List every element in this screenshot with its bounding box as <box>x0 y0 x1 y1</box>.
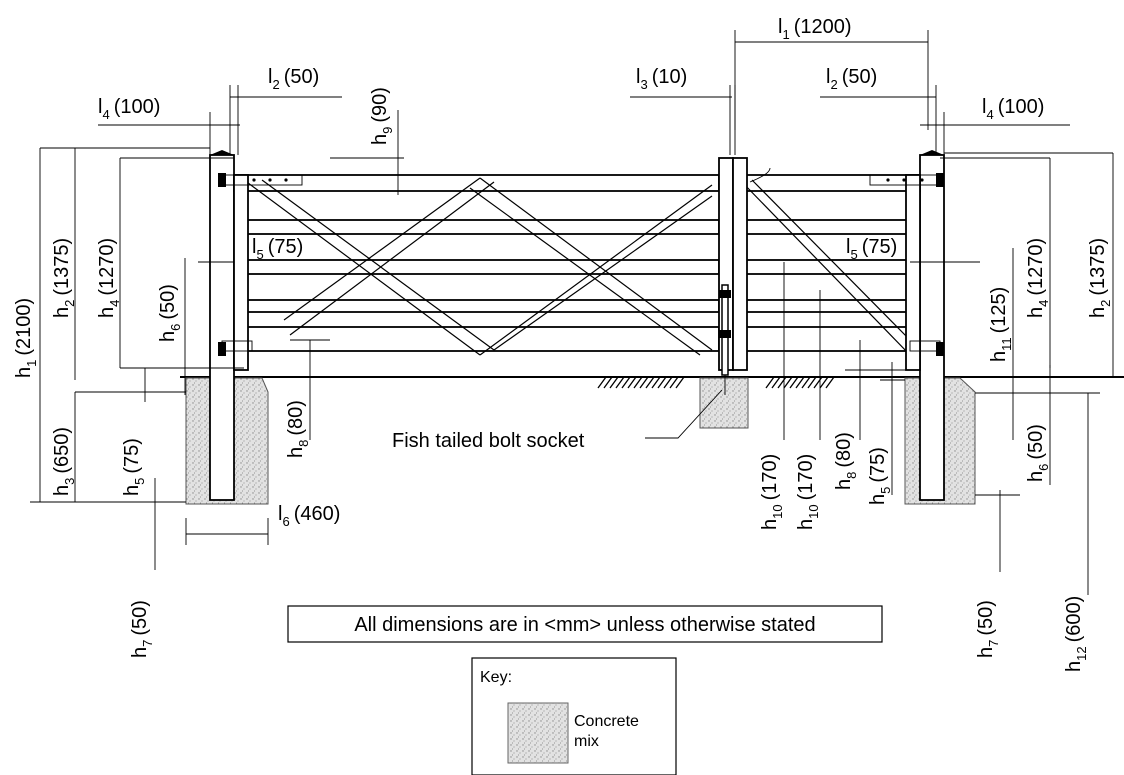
dim-h11: h11(125) <box>988 287 1014 362</box>
svg-text:h12(600): h12(600) <box>1063 596 1089 672</box>
dim-l4-right: l4(100) <box>982 96 1044 122</box>
dim-h7-right: h7(50) <box>975 600 1001 658</box>
dim-h5-left: h5(75) <box>121 438 147 496</box>
gate-leaf-left <box>233 157 734 371</box>
svg-text:h2(1375): h2(1375) <box>1087 238 1113 318</box>
svg-text:h8(80): h8(80) <box>833 432 859 490</box>
key-item-line1: Concrete <box>574 713 639 730</box>
gate-leaf-right <box>732 157 921 371</box>
dim-h9: h9(90) <box>369 87 395 145</box>
post-cap-left <box>210 150 234 155</box>
svg-text:l3(10): l3(10) <box>636 66 687 92</box>
svg-text:h2(1375): h2(1375) <box>51 238 77 318</box>
dim-h3: h3(650) <box>51 427 77 496</box>
post-cap-right <box>920 150 944 155</box>
svg-text:h5(75): h5(75) <box>121 438 147 496</box>
svg-text:h7(50): h7(50) <box>129 600 155 658</box>
svg-text:h7(50): h7(50) <box>975 600 1001 658</box>
dim-h12: h12(600) <box>1063 596 1089 672</box>
dim-l5-right: l5(75) <box>846 236 897 262</box>
dim-h8-left: h8(80) <box>285 400 311 458</box>
dim-h10-a: h10(170) <box>759 454 785 530</box>
dim-l4-left: l4(100) <box>98 96 160 122</box>
svg-text:h11(125): h11(125) <box>988 287 1014 362</box>
dim-l2-left: l2(50) <box>268 66 319 92</box>
note-text: All dimensions are in <mm> unless otherw… <box>354 614 815 636</box>
note-box <box>287 605 883 643</box>
svg-text:h4(1270): h4(1270) <box>96 238 122 318</box>
dim-l2-right: l2(50) <box>826 66 877 92</box>
svg-text:h10(170): h10(170) <box>759 454 785 530</box>
dim-h1: h1(2100) <box>13 298 39 378</box>
svg-text:l2(50): l2(50) <box>268 66 319 92</box>
concrete-swatch <box>507 702 569 764</box>
key-title: Key: <box>480 669 512 686</box>
svg-text:h5(75): h5(75) <box>867 447 893 505</box>
dim-h7-left: h7(50) <box>129 600 155 658</box>
callout-bolt-socket: Fish tailed bolt socket <box>392 430 585 452</box>
dim-h2-left: h2(1375) <box>51 238 77 318</box>
svg-text:h6(50): h6(50) <box>1025 424 1051 482</box>
bolt-socket-concrete <box>699 377 749 429</box>
callout-leader <box>645 389 723 439</box>
hinges <box>218 173 944 356</box>
svg-text:h3(650): h3(650) <box>51 427 77 496</box>
drop-bolt <box>719 284 731 395</box>
dim-h4-right: h4(1270) <box>1025 238 1051 318</box>
ground-hatch <box>597 376 835 389</box>
svg-text:l4(100): l4(100) <box>98 96 160 122</box>
dimension-lines <box>30 30 1114 595</box>
dim-h6-right: h6(50) <box>1025 424 1051 482</box>
svg-text:l5(75): l5(75) <box>846 236 897 262</box>
dim-h4-left: h4(1270) <box>96 238 122 318</box>
svg-text:h8(80): h8(80) <box>285 400 311 458</box>
svg-text:h1(2100): h1(2100) <box>13 298 39 378</box>
dim-l5-left: l5(75) <box>252 236 303 262</box>
svg-text:l6(460): l6(460) <box>278 503 340 529</box>
dim-l3: l3(10) <box>636 66 687 92</box>
dim-l1: l1(1200) <box>778 16 852 42</box>
dim-h5-right: h5(75) <box>867 447 893 505</box>
key-box <box>471 657 677 775</box>
svg-text:h4(1270): h4(1270) <box>1025 238 1051 318</box>
svg-text:h9(90): h9(90) <box>369 87 395 145</box>
svg-text:l2(50): l2(50) <box>826 66 877 92</box>
post-left <box>209 154 235 501</box>
svg-text:h10(170): h10(170) <box>795 454 821 530</box>
svg-text:l1(1200): l1(1200) <box>778 16 852 42</box>
dim-l6: l6(460) <box>278 503 340 529</box>
dim-h8-right: h8(80) <box>833 432 859 490</box>
dim-h2-right: h2(1375) <box>1087 238 1113 318</box>
svg-text:l4(100): l4(100) <box>982 96 1044 122</box>
svg-text:h6(50): h6(50) <box>157 284 183 342</box>
post-right <box>919 154 945 501</box>
dim-h6-left: h6(50) <box>157 284 183 342</box>
svg-text:l5(75): l5(75) <box>252 236 303 262</box>
dim-h10-b: h10(170) <box>795 454 821 530</box>
key-item-line2: mix <box>574 733 599 750</box>
